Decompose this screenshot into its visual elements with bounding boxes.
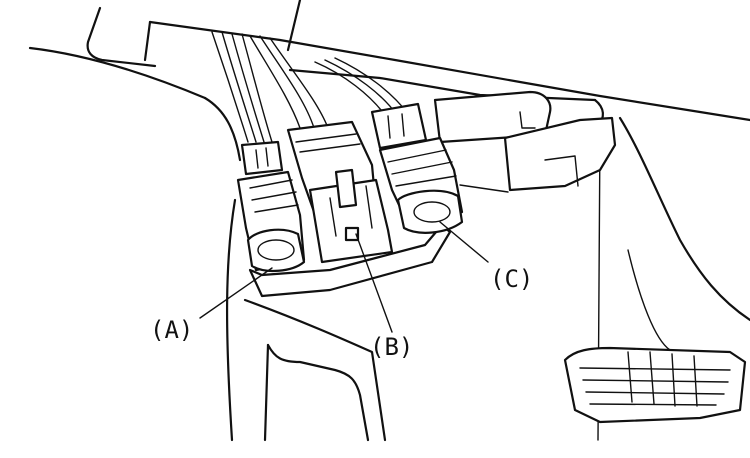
leader-line-a — [199, 267, 273, 319]
callout-c: (C) — [490, 265, 533, 293]
connector-c — [370, 102, 464, 234]
connector-a — [236, 140, 306, 272]
callout-a: (A) — [150, 316, 193, 344]
leader-line-b — [355, 233, 393, 333]
pedal — [563, 346, 747, 424]
connector-b — [286, 120, 394, 264]
ecu-bracket — [433, 90, 617, 193]
callout-b: (B) — [370, 333, 413, 361]
lower-console — [243, 298, 387, 442]
leader-lines — [199, 221, 489, 333]
leader-line-c — [439, 221, 489, 263]
